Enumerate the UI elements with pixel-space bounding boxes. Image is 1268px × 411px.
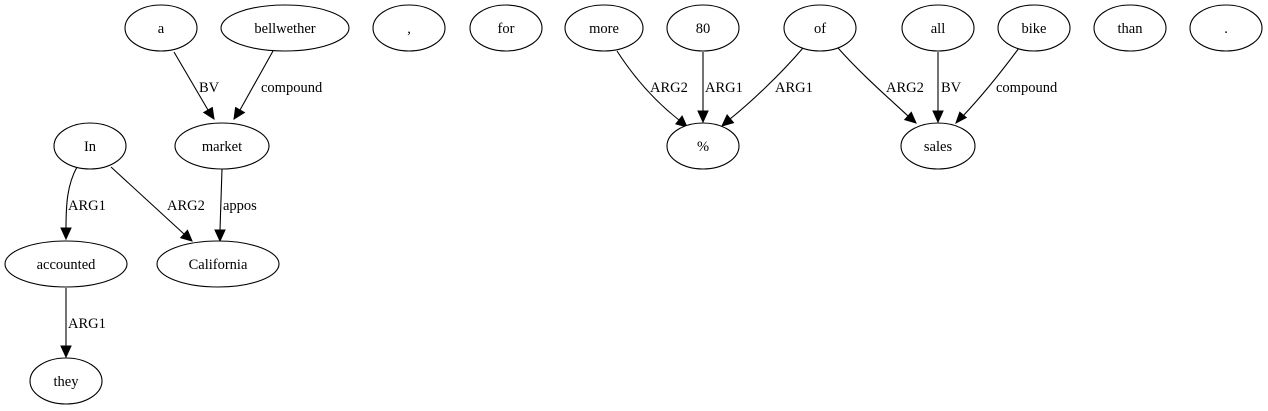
node-for: for bbox=[469, 4, 543, 52]
node-sales: sales bbox=[900, 122, 976, 170]
edge-a-market: BV bbox=[173, 51, 220, 121]
node-label: bike bbox=[1022, 21, 1047, 37]
edge-of-percent: ARG1 bbox=[721, 47, 813, 127]
edge-in-california: ARG2 bbox=[110, 166, 205, 242]
node-label: market bbox=[202, 139, 242, 155]
edge-label-arg2: ARG2 bbox=[167, 198, 205, 214]
node-in: In bbox=[53, 122, 127, 170]
node-label: accounted bbox=[37, 257, 97, 273]
node-label: % bbox=[697, 139, 709, 155]
node-label: In bbox=[84, 139, 97, 155]
edge-label-bv: BV bbox=[941, 80, 962, 96]
edge-label-compound: compound bbox=[996, 80, 1058, 96]
node-label: 80 bbox=[696, 21, 711, 37]
edge-more-percent: ARG2 bbox=[616, 50, 688, 128]
node-label: than bbox=[1118, 21, 1144, 37]
node-label: California bbox=[189, 257, 248, 273]
node-label: all bbox=[931, 21, 946, 37]
edge-label-appos: appos bbox=[223, 198, 257, 214]
node-period: . bbox=[1189, 4, 1263, 52]
node-market: market bbox=[174, 122, 270, 170]
node-label: for bbox=[498, 21, 515, 37]
edge-80-percent: ARG1 bbox=[697, 52, 743, 124]
node-of: of bbox=[783, 4, 857, 52]
node-label: , bbox=[407, 21, 411, 37]
node-label: sales bbox=[924, 139, 953, 155]
node-label: a bbox=[158, 21, 165, 37]
edge-accounted-they: ARG1 bbox=[60, 288, 106, 359]
node-label: . bbox=[1224, 21, 1228, 37]
edge-market-california: appos bbox=[214, 168, 257, 243]
node-80: 80 bbox=[666, 4, 740, 52]
edge-label-arg2: ARG2 bbox=[886, 80, 924, 96]
node-than: than bbox=[1093, 4, 1167, 52]
node-label: more bbox=[589, 21, 619, 37]
node-label: they bbox=[54, 374, 80, 390]
node-they: they bbox=[29, 357, 103, 405]
node-comma: , bbox=[372, 4, 446, 52]
edge-label-arg1: ARG1 bbox=[68, 198, 106, 214]
node-label: of bbox=[814, 21, 826, 37]
node-bellwether: bellwether bbox=[220, 4, 350, 52]
node-california: California bbox=[156, 240, 280, 288]
edge-label-bv: BV bbox=[199, 80, 220, 96]
node-accounted: accounted bbox=[4, 240, 128, 288]
node-percent: % bbox=[666, 122, 740, 170]
edge-bellwether-market: compound bbox=[233, 50, 323, 120]
edge-label-arg1: ARG1 bbox=[68, 316, 106, 332]
edge-of-sales: ARG2 bbox=[837, 47, 924, 124]
edge-in-accounted: ARG1 bbox=[60, 166, 106, 241]
node-more: more bbox=[564, 4, 644, 52]
edge-all-sales: BV bbox=[932, 52, 962, 124]
edge-label-arg1: ARG1 bbox=[775, 80, 813, 96]
edge-label-arg1: ARG1 bbox=[705, 80, 743, 96]
node-all: all bbox=[901, 4, 975, 52]
edge-label-compound: compound bbox=[261, 80, 323, 96]
edge-label-arg2: ARG2 bbox=[650, 80, 688, 96]
node-a: a bbox=[124, 4, 198, 52]
edge-bike-sales: compound bbox=[955, 47, 1058, 125]
node-bike: bike bbox=[997, 4, 1071, 52]
node-label: bellwether bbox=[254, 21, 315, 37]
